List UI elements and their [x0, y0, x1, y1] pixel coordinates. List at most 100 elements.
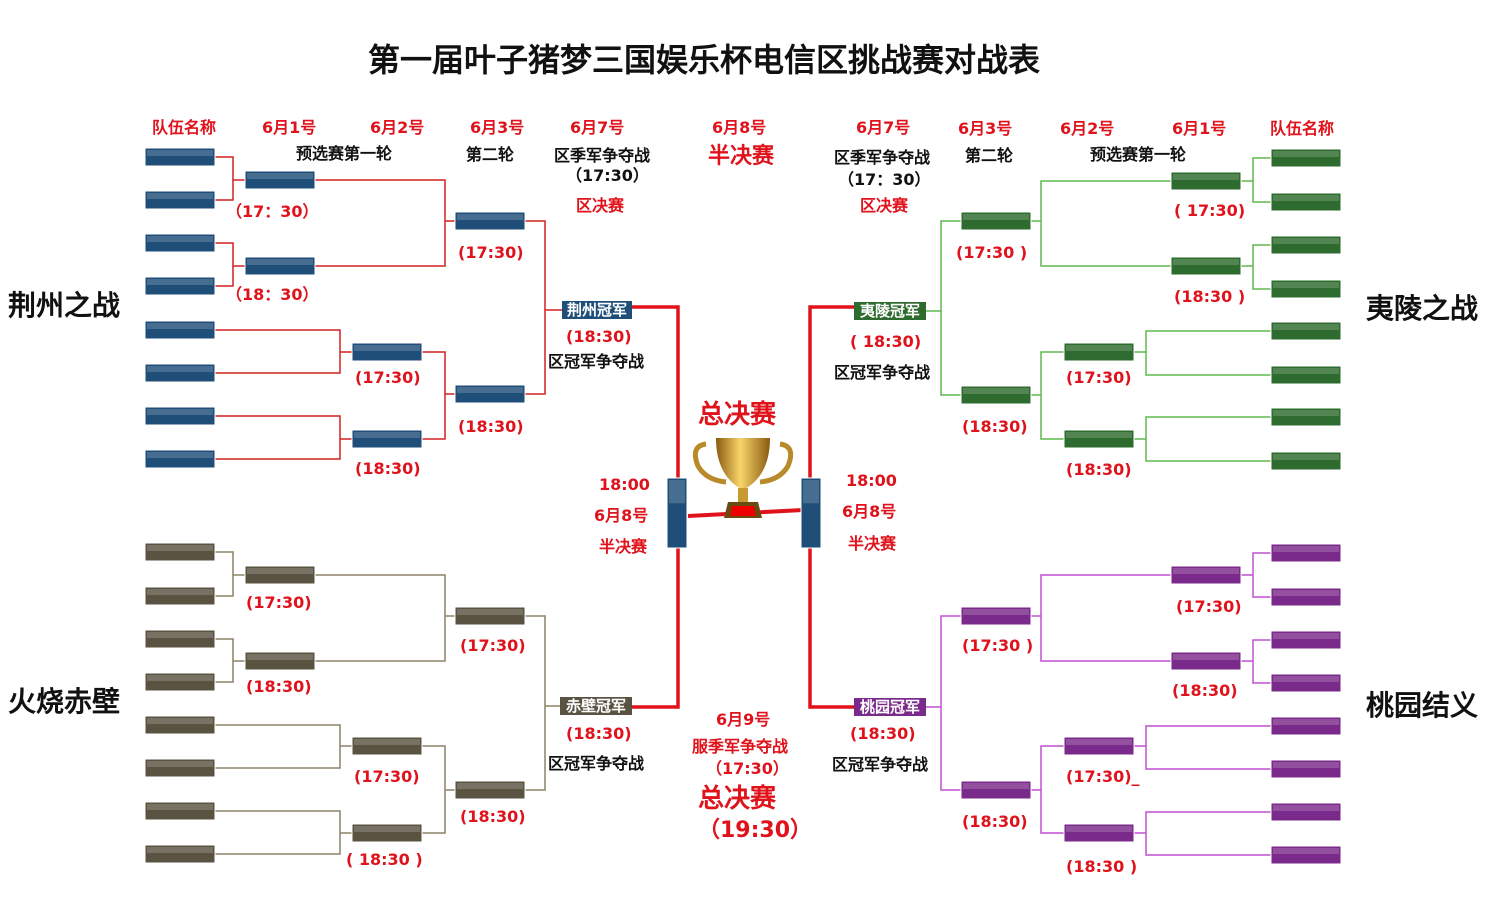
slot-shine [1273, 324, 1339, 330]
champion-yiling: 夷陵冠军 [854, 302, 926, 320]
left-prelim-label: 预选赛第一轮 [296, 144, 393, 163]
slot-shine [247, 173, 313, 179]
region-jingzhou: 荆州之战 [8, 289, 121, 322]
team-slot [1270, 759, 1342, 779]
team-slot [144, 449, 216, 469]
slot-shine [1273, 195, 1339, 201]
slot-shine [147, 675, 213, 681]
left-semi-time: 18:00 [599, 475, 650, 494]
taoyuan-zone-champ: 区冠军争夺战 [832, 755, 929, 774]
team-slot [144, 190, 216, 210]
match-slot [454, 606, 526, 626]
slot-shine [354, 739, 420, 745]
left-team-header: 队伍名称 [152, 118, 217, 137]
jingzhou-zone-champ: 区冠军争夺战 [548, 352, 645, 371]
match-slot [1063, 736, 1135, 756]
team-slot [1270, 321, 1342, 341]
slot-shine [147, 150, 213, 156]
match-time: (18:30) [246, 677, 312, 696]
team-slot [1270, 148, 1342, 168]
bracket-line [525, 220, 546, 395]
match-slot [454, 211, 526, 231]
team-slot [1270, 543, 1342, 563]
team-slot [1270, 630, 1342, 650]
slot-shine [147, 452, 213, 458]
left-zone-final: 区决赛 [576, 196, 625, 215]
bracket-line [215, 415, 341, 460]
server-third-label: 服季军争夺战 [692, 737, 789, 756]
match-slot [1063, 429, 1135, 449]
match-time: (17:30) [458, 243, 524, 262]
slot-shine [963, 388, 1029, 394]
team-slot [1270, 192, 1342, 212]
match-slot [1170, 565, 1242, 585]
team-slot [144, 276, 216, 296]
match-time: ( 17:30) [1174, 201, 1246, 220]
right-date-7: 6月7号 [856, 118, 911, 137]
match-slot [244, 565, 316, 585]
right-date-1: 6月1号 [1172, 119, 1227, 138]
match-slot [244, 651, 316, 671]
match-time: （17：30） [226, 202, 319, 221]
slot-shine [1066, 826, 1132, 832]
left-date-7: 6月7号 [570, 118, 625, 137]
team-slot [1270, 716, 1342, 736]
center-date-8: 6月8号 [712, 118, 767, 137]
slot-shine [803, 480, 819, 504]
match-time: (18:30 ) [1174, 287, 1246, 306]
team-slot [1270, 235, 1342, 255]
slot-shine [1173, 174, 1239, 180]
page-title: 第一届叶子猪梦三国娱乐杯电信区挑战赛对战表 [368, 41, 1041, 79]
team-slot [1270, 673, 1342, 693]
slot-shine [354, 826, 420, 832]
match-time: (18:30) [458, 417, 524, 436]
slot-shine [147, 761, 213, 767]
slot-shine [963, 783, 1029, 789]
champion-taoyuan: 桃园冠军 [854, 698, 926, 716]
match-slot [960, 385, 1032, 405]
match-slot [244, 170, 316, 190]
semifinal-slot-right [800, 477, 822, 549]
team-slot [144, 233, 216, 253]
slot-shine [147, 632, 213, 638]
slot-shine [1273, 454, 1339, 460]
slot-shine [147, 804, 213, 810]
slot-shine [1273, 805, 1339, 811]
slot-shine [147, 236, 213, 242]
final-label: 总决赛 [698, 784, 777, 814]
team-slot [144, 542, 216, 562]
slot-shine [1273, 676, 1339, 682]
slot-shine [147, 545, 213, 551]
slot-shine [147, 323, 213, 329]
match-time: (18:30) [355, 459, 421, 478]
team-slot [144, 320, 216, 340]
slot-shine [1273, 762, 1339, 768]
right-date-2: 6月2号 [1060, 119, 1115, 138]
match-slot [1170, 651, 1242, 671]
right-prelim-label: 预选赛第一轮 [1090, 145, 1187, 164]
slot-shine [247, 259, 313, 265]
match-slot [351, 823, 423, 843]
final-time: （19:30） [698, 818, 813, 843]
bracket-line [1252, 244, 1271, 290]
slot-shine [457, 387, 523, 393]
match-slot [960, 211, 1032, 231]
right-semi-time: 18:00 [846, 471, 897, 490]
slot-shine [457, 609, 523, 615]
team-slot [1270, 802, 1342, 822]
match-time: (17:30) [246, 593, 312, 612]
bracket-line [315, 179, 446, 267]
region-taoyuan: 桃园结义 [1366, 689, 1479, 722]
right-zone-final: 区决赛 [860, 196, 909, 215]
right-team-header: 队伍名称 [1270, 119, 1335, 138]
bracket-line [422, 351, 446, 440]
slot-shine [963, 214, 1029, 220]
team-slot [144, 147, 216, 167]
match-time: (17:30 ) [956, 243, 1028, 262]
slot-shine [1173, 654, 1239, 660]
right-round2-label: 第二轮 [965, 146, 1014, 165]
match-time: (18:30 ) [1066, 857, 1138, 876]
match-time: (17:30 ) [962, 636, 1034, 655]
